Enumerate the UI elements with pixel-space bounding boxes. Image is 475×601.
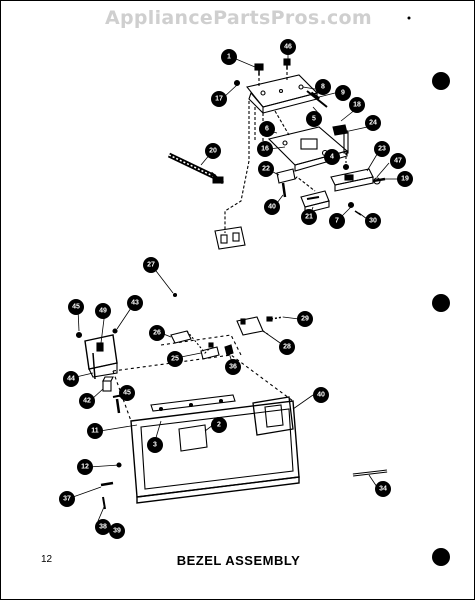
diagram-caption: BEZEL ASSEMBLY xyxy=(176,553,301,568)
callout: 4 xyxy=(324,149,340,165)
callout: 18 xyxy=(349,97,365,113)
svg-text:2: 2 xyxy=(217,422,221,429)
callout: 19 xyxy=(397,171,413,187)
svg-text:39: 39 xyxy=(113,528,121,535)
callout: 30 xyxy=(365,213,381,229)
callout: 42 xyxy=(79,393,95,409)
callout: 23 xyxy=(374,141,390,157)
callout: 27 xyxy=(143,257,159,273)
svg-text:29: 29 xyxy=(301,316,309,323)
svg-text:34: 34 xyxy=(379,486,387,493)
callout: 47 xyxy=(390,153,406,169)
callout: 24 xyxy=(365,115,381,131)
svg-text:21: 21 xyxy=(305,214,313,221)
callout: 7 xyxy=(329,213,345,229)
svg-text:37: 37 xyxy=(63,496,71,503)
svg-text:27: 27 xyxy=(147,262,155,269)
upper-bracket-assembly xyxy=(214,58,386,250)
callout: 40 xyxy=(313,387,329,403)
corner-dot xyxy=(407,16,411,20)
svg-text:8: 8 xyxy=(321,84,325,91)
callout: 22 xyxy=(258,161,274,177)
callout: 39 xyxy=(109,523,125,539)
callout: 8 xyxy=(315,79,331,95)
binder-hole xyxy=(432,72,450,90)
callout: 28 xyxy=(279,339,295,355)
svg-text:3: 3 xyxy=(153,442,157,449)
svg-text:40: 40 xyxy=(317,392,325,399)
callout: 3 xyxy=(147,437,163,453)
callout: 17 xyxy=(211,91,227,107)
callout: 46 xyxy=(280,39,296,55)
svg-text:11: 11 xyxy=(91,428,99,435)
svg-text:17: 17 xyxy=(215,96,223,103)
page-number: 12 xyxy=(41,554,53,565)
svg-text:46: 46 xyxy=(284,44,292,51)
svg-text:45: 45 xyxy=(72,304,80,311)
callout: 36 xyxy=(225,359,241,375)
callout: 11 xyxy=(87,423,103,439)
callout: 40 xyxy=(264,199,280,215)
svg-text:19: 19 xyxy=(401,176,409,183)
callout: 5 xyxy=(306,111,322,127)
callout: 45 xyxy=(68,299,84,315)
callout: 2 xyxy=(211,417,227,433)
svg-text:12: 12 xyxy=(81,464,89,471)
svg-text:5: 5 xyxy=(312,116,316,123)
callout-labels: 1 46 17 8 9 5 18 6 24 16 4 23 47 19 20 2… xyxy=(59,39,413,539)
svg-text:24: 24 xyxy=(369,120,377,127)
svg-text:9: 9 xyxy=(341,90,345,97)
binder-hole xyxy=(432,294,450,312)
callout: 29 xyxy=(297,311,313,327)
callout: 26 xyxy=(149,325,165,341)
bezel-frame-assembly xyxy=(75,292,388,510)
svg-text:1: 1 xyxy=(227,54,231,61)
callout: 34 xyxy=(375,481,391,497)
svg-text:28: 28 xyxy=(283,344,291,351)
svg-text:20: 20 xyxy=(209,148,217,155)
callout: 6 xyxy=(259,121,275,137)
svg-text:22: 22 xyxy=(262,166,270,173)
svg-text:47: 47 xyxy=(394,158,402,165)
callout: 44 xyxy=(63,371,79,387)
callout: 43 xyxy=(127,295,143,311)
wire-harness xyxy=(167,152,224,185)
svg-text:6: 6 xyxy=(265,126,269,133)
svg-text:18: 18 xyxy=(353,102,361,109)
callout: 16 xyxy=(257,141,273,157)
callout: 21 xyxy=(301,209,317,225)
watermark: AppliancePartsPros.com xyxy=(104,7,372,29)
svg-text:16: 16 xyxy=(261,146,269,153)
callout: 9 xyxy=(335,85,351,101)
svg-text:42: 42 xyxy=(83,398,91,405)
svg-text:45: 45 xyxy=(123,390,131,397)
callout: 1 xyxy=(221,49,237,65)
callout: 38 xyxy=(95,519,111,535)
svg-text:49: 49 xyxy=(99,308,107,315)
svg-text:23: 23 xyxy=(378,146,386,153)
svg-text:36: 36 xyxy=(229,364,237,371)
callout: 20 xyxy=(205,143,221,159)
callout: 37 xyxy=(59,491,75,507)
svg-text:26: 26 xyxy=(153,330,161,337)
svg-text:44: 44 xyxy=(67,376,75,383)
svg-text:38: 38 xyxy=(99,524,107,531)
svg-text:4: 4 xyxy=(330,154,334,161)
leader-lines xyxy=(72,51,401,522)
callout: 12 xyxy=(77,459,93,475)
svg-text:43: 43 xyxy=(131,300,139,307)
svg-text:7: 7 xyxy=(335,218,339,225)
svg-text:25: 25 xyxy=(171,356,179,363)
callout: 45 xyxy=(119,385,135,401)
callout: 49 xyxy=(95,303,111,319)
callout: 25 xyxy=(167,351,183,367)
svg-text:40: 40 xyxy=(268,204,276,211)
svg-text:30: 30 xyxy=(369,218,377,225)
binder-hole xyxy=(432,548,450,566)
